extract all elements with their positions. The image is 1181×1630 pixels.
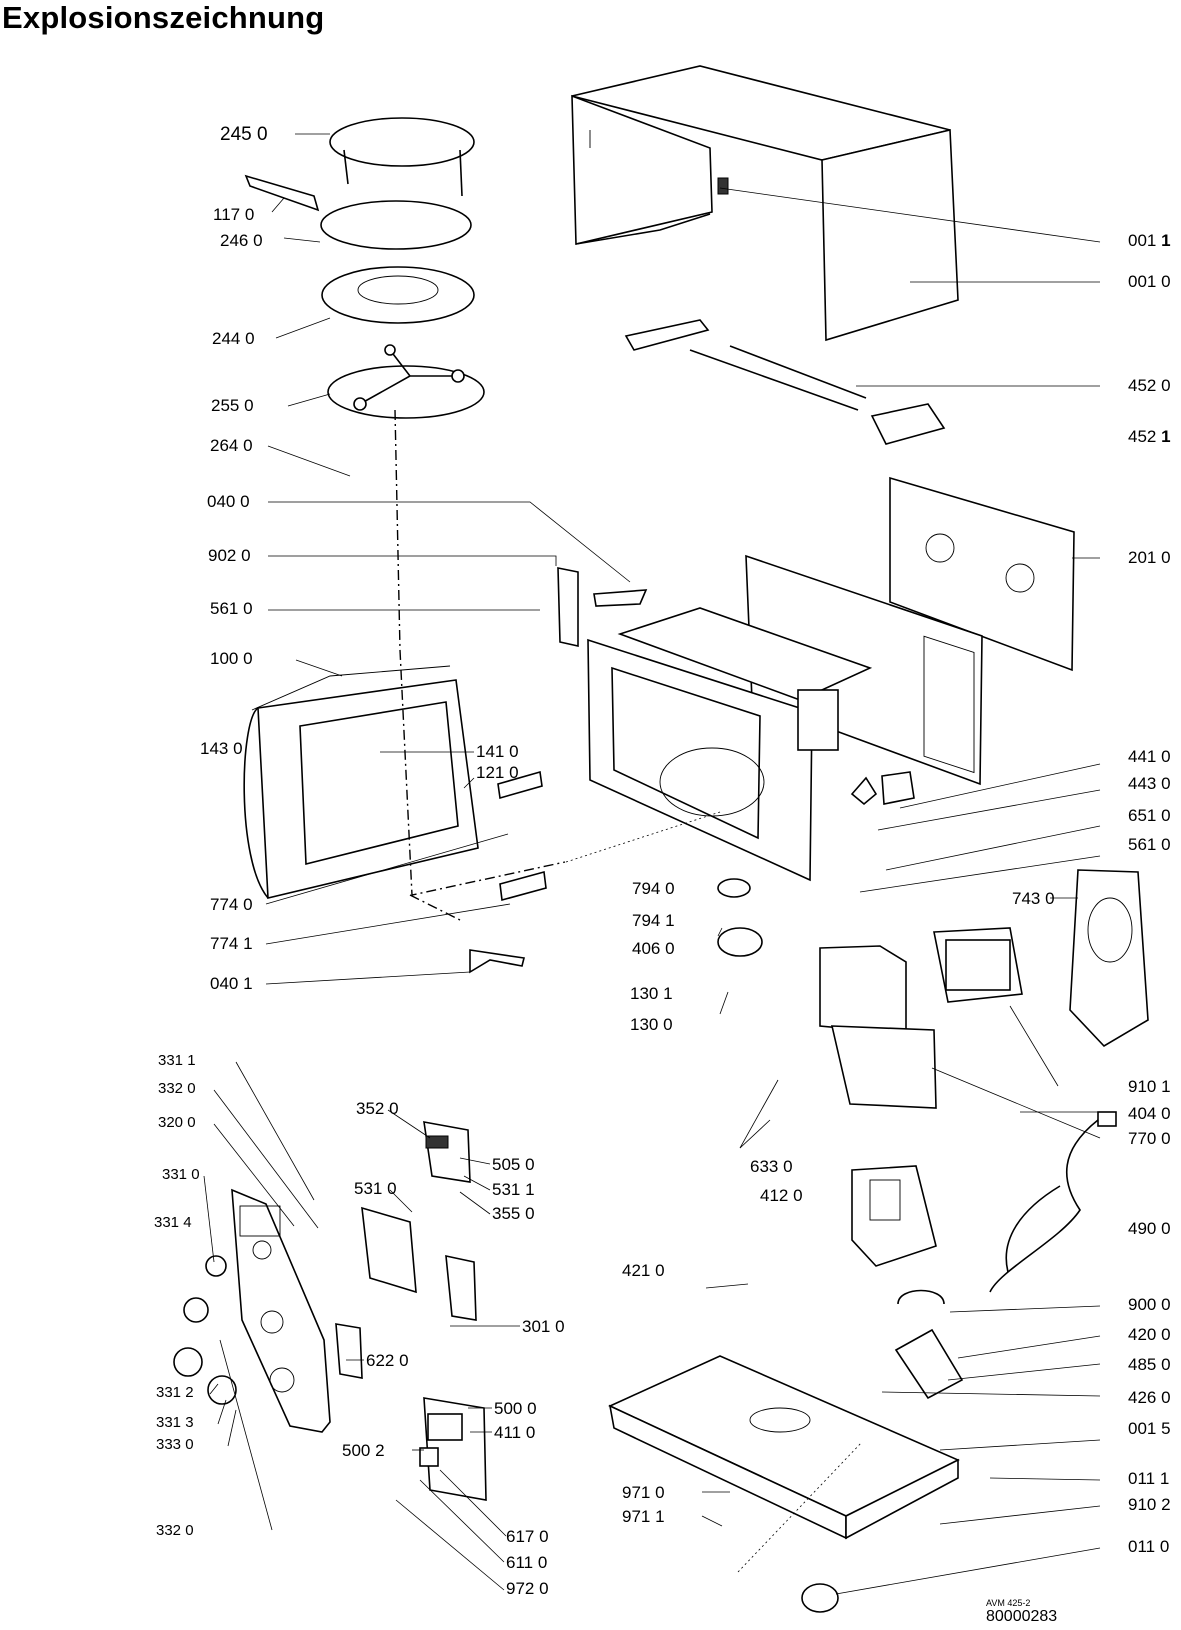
electronics-boards-part (335, 1121, 487, 1501)
label-972-0: 972 0 (506, 1579, 549, 1598)
label-794-1: 794 1 (632, 911, 675, 930)
label-246-0: 246 0 (220, 231, 263, 250)
label-130-0: 130 0 (630, 1015, 673, 1034)
back-panel-part (889, 476, 1075, 672)
door-assembly-part (243, 665, 479, 900)
leader-lines (203, 133, 1101, 1595)
reference-number: 80000283 (986, 1608, 1058, 1625)
label-910-1: 910 1 (1128, 1077, 1171, 1096)
label-411-0: 411 0 (494, 1423, 536, 1442)
label-971-1: 971 1 (622, 1507, 665, 1526)
label-531-0: 531 0 (354, 1179, 397, 1198)
label-331-1: 331 1 (158, 1052, 196, 1069)
label-633-0: 633 0 (750, 1157, 793, 1176)
label-622-0: 622 0 (366, 1351, 409, 1370)
label-426-0: 426 0 (1128, 1388, 1171, 1407)
label-452-1: 452 1 (1128, 427, 1171, 446)
label-900-0: 900 0 (1128, 1295, 1171, 1314)
label-774-0: 774 0 (210, 895, 253, 914)
label-910-2: 910 2 (1128, 1495, 1171, 1514)
label-244-0: 244 0 (212, 329, 255, 348)
label-332-0-top: 332 0 (158, 1080, 196, 1097)
label-352-0: 352 0 (356, 1099, 399, 1118)
label-331-4: 331 4 (154, 1214, 192, 1231)
label-040-1: 040 1 (210, 974, 253, 993)
label-420-0: 420 0 (1128, 1325, 1171, 1344)
label-245-0: 245 0 (220, 124, 268, 145)
label-770-0: 770 0 (1128, 1129, 1171, 1148)
label-500-2: 500 2 (342, 1441, 385, 1460)
power-cord-part (989, 1111, 1117, 1293)
page-title: Explosionszeichnung (2, 0, 325, 35)
label-040-0: 040 0 (207, 492, 250, 511)
label-331-2: 331 2 (156, 1384, 194, 1401)
label-001-5: 001 5 (1128, 1419, 1171, 1438)
oven-cavity-part (587, 607, 873, 882)
label-531-1: 531 1 (492, 1180, 535, 1199)
label-617-0: 617 0 (506, 1527, 549, 1546)
label-264-0: 264 0 (210, 436, 253, 455)
label-651-0: 651 0 (1128, 806, 1171, 825)
label-201-0: 201 0 (1128, 548, 1171, 567)
label-452-0: 452 0 (1128, 376, 1171, 395)
label-143-0: 143 0 (200, 739, 243, 758)
label-331-3: 331 3 (156, 1414, 194, 1431)
label-332-0-bottom: 332 0 (156, 1522, 194, 1539)
label-333-0: 333 0 (156, 1436, 194, 1453)
label-001-0: 001 0 (1128, 272, 1171, 291)
label-320-0: 320 0 (158, 1114, 196, 1131)
label-141-0: 141 0 (476, 742, 519, 761)
label-441-0: 441 0 (1128, 747, 1171, 766)
label-011-1: 011 1 (1128, 1469, 1170, 1488)
transformer-part (851, 1165, 937, 1267)
label-412-0: 412 0 (760, 1186, 803, 1205)
label-301-0: 301 0 (522, 1317, 565, 1336)
hinge-and-clip-parts (469, 567, 915, 974)
magnetron-and-housing-part (819, 927, 1023, 1109)
label-255-0: 255 0 (211, 396, 254, 415)
reference-code-small: AVM 425-2 (986, 1598, 1031, 1608)
label-490-0: 490 0 (1128, 1219, 1171, 1238)
cabinet-cover-part (571, 65, 959, 342)
label-404-0: 404 0 (1128, 1104, 1171, 1123)
label-561-0-left: 561 0 (210, 599, 253, 618)
rail-brackets-part (624, 319, 946, 445)
label-406-0: 406 0 (632, 939, 675, 958)
fan-shroud-part (1069, 869, 1149, 1048)
label-421-0: 421 0 (622, 1261, 665, 1280)
label-121-0: 121 0 (476, 763, 519, 782)
label-500-0: 500 0 (494, 1399, 537, 1418)
label-902-0: 902 0 (208, 546, 251, 565)
label-505-0: 505 0 (492, 1155, 535, 1174)
label-011-0: 011 0 (1128, 1537, 1170, 1556)
label-611-0: 611 0 (506, 1553, 548, 1572)
label-100-0: 100 0 (210, 649, 253, 668)
label-774-1: 774 1 (210, 934, 253, 953)
label-794-0: 794 0 (632, 879, 675, 898)
label-485-0: 485 0 (1128, 1355, 1171, 1374)
turntable-parts (244, 117, 485, 419)
label-331-0: 331 0 (162, 1166, 200, 1183)
center-axis-lines (394, 409, 566, 921)
label-443-0: 443 0 (1128, 774, 1171, 793)
label-001-1: 001 1 (1128, 231, 1171, 250)
label-117-0: 117 0 (213, 205, 255, 224)
control-panel-part (173, 1188, 331, 1433)
label-561-0-right: 561 0 (1128, 835, 1171, 854)
label-355-0: 355 0 (492, 1204, 535, 1223)
label-130-1: 130 1 (630, 984, 673, 1003)
label-743-0: 743 0 (1012, 889, 1055, 908)
base-plate-part (608, 1355, 960, 1613)
capacitor-part (894, 1289, 964, 1400)
label-971-0: 971 0 (622, 1483, 665, 1502)
